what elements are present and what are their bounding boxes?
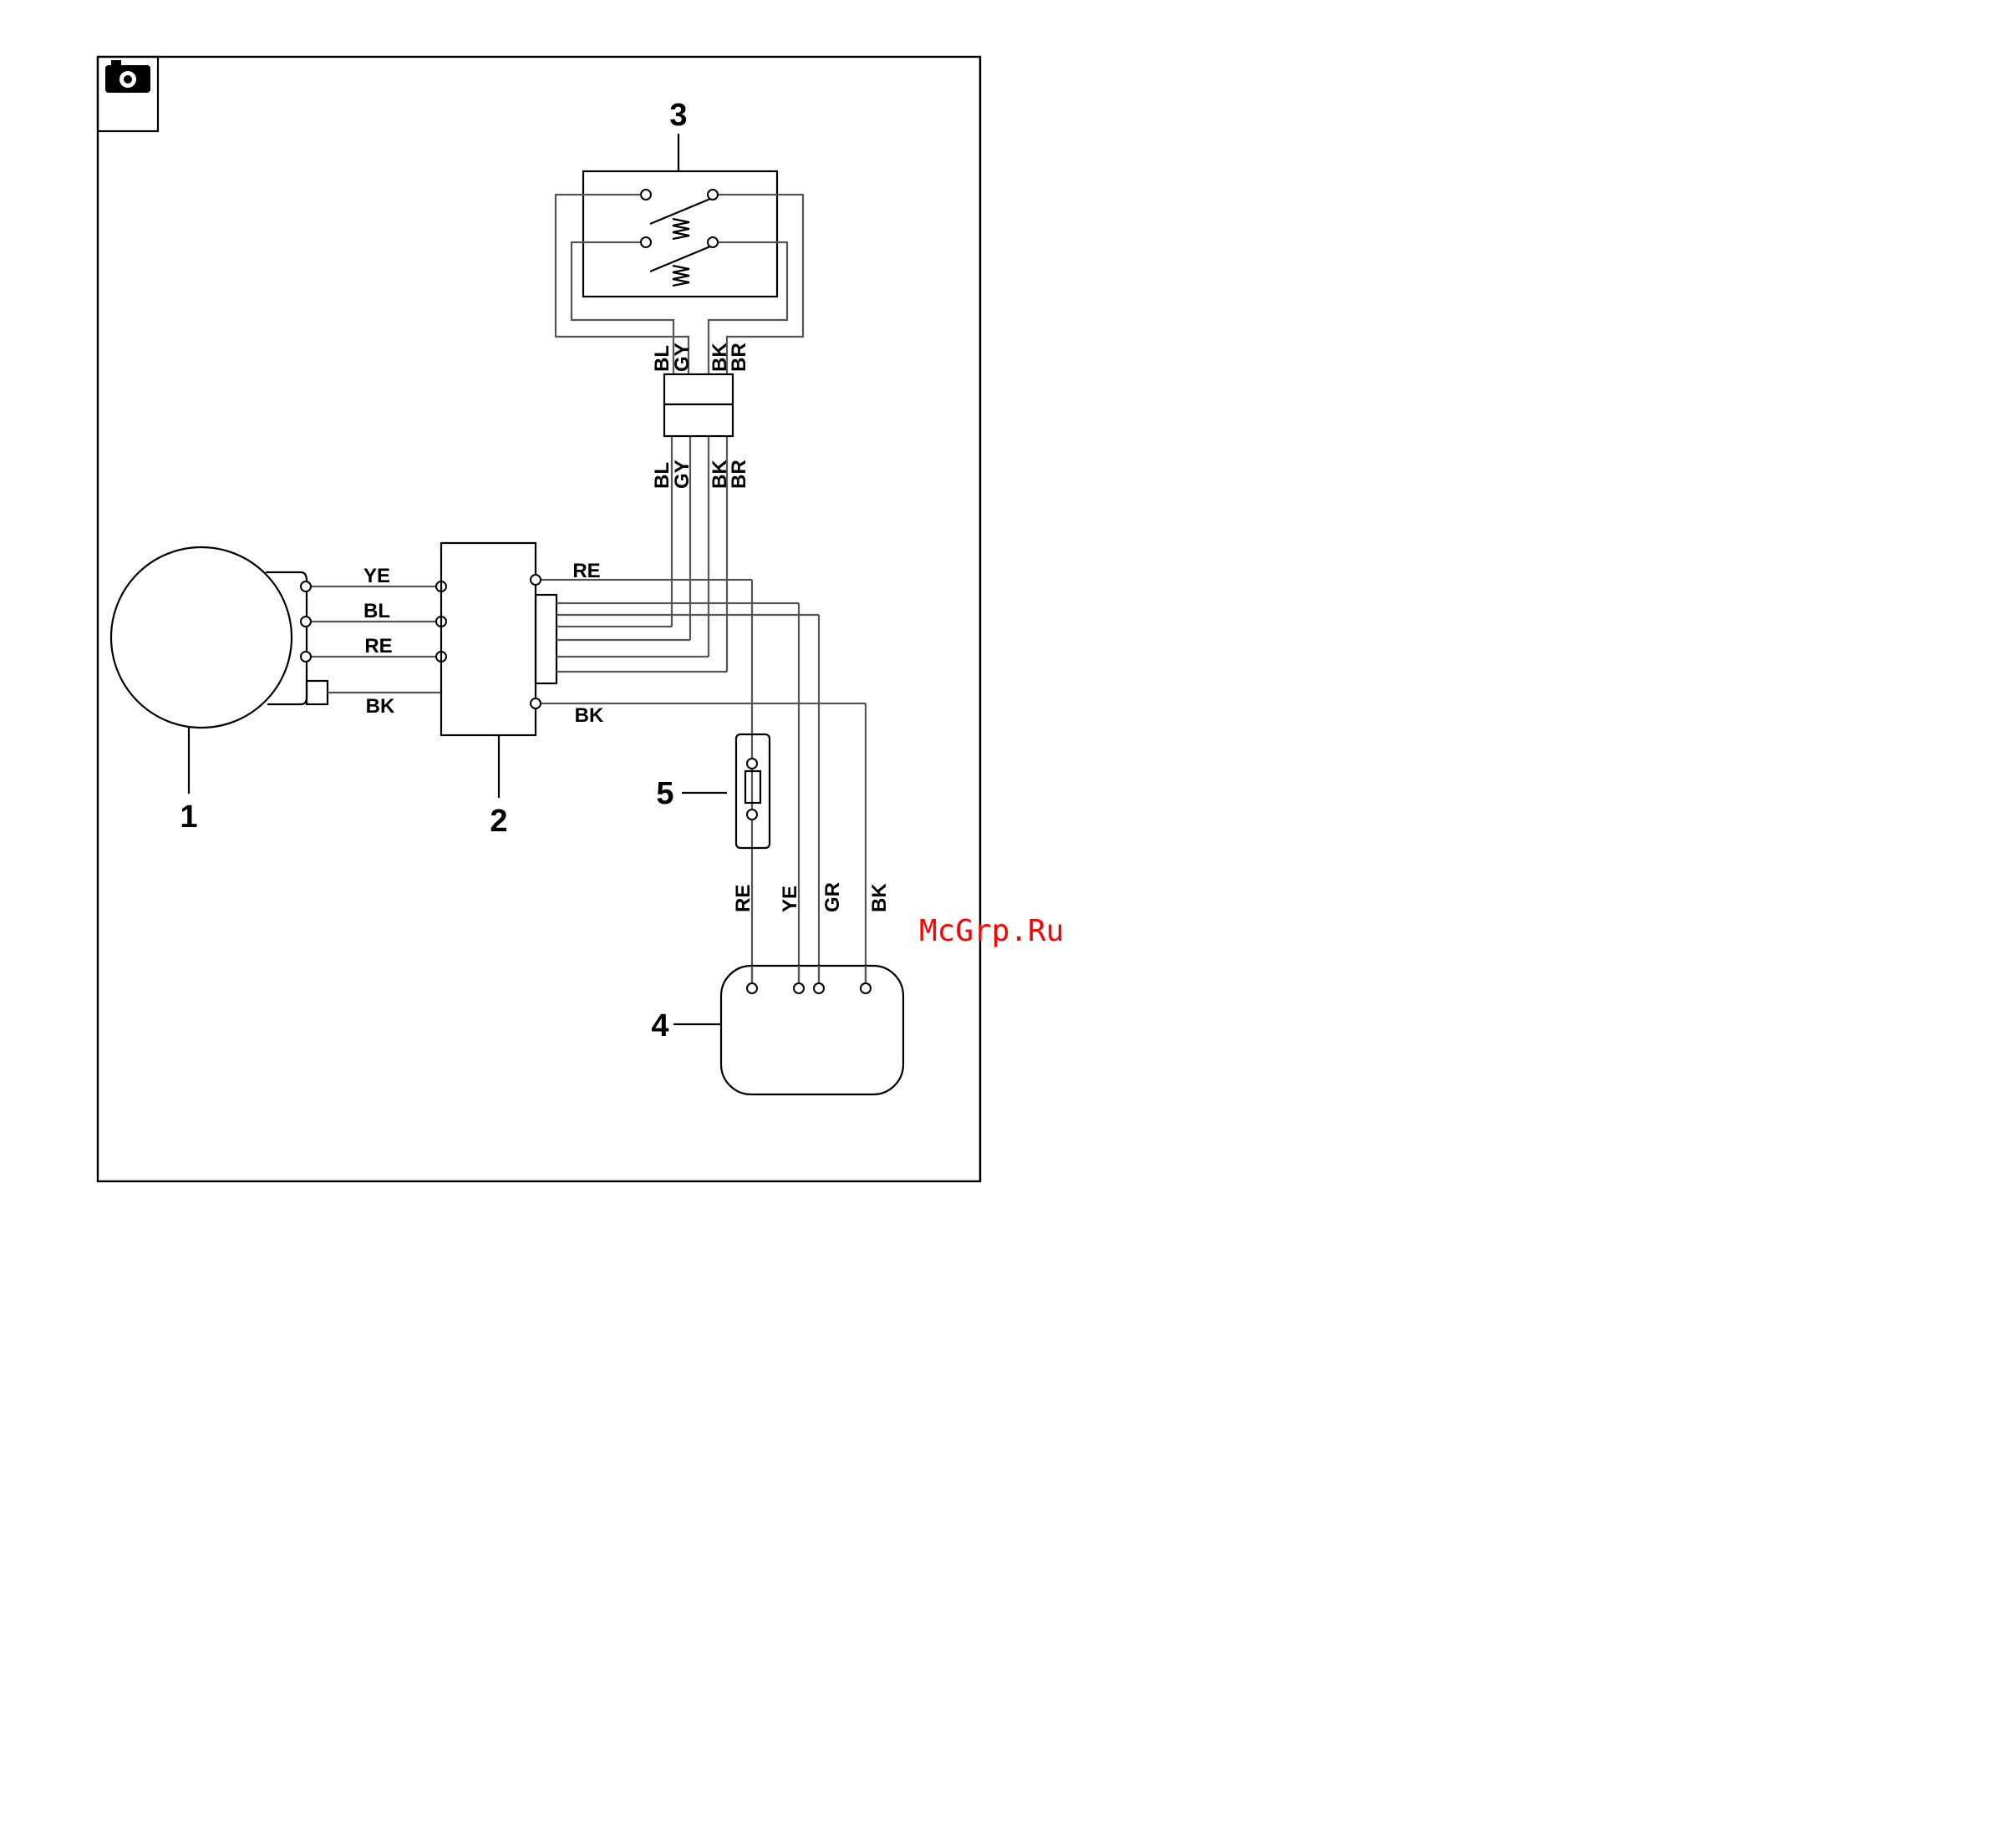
- connector-block: [664, 374, 733, 436]
- svg-text:GY: GY: [671, 459, 694, 489]
- wire-label-ye: YE: [363, 565, 390, 587]
- component-5-fuse: [682, 734, 770, 848]
- labels-to-4: RE YE GR BK: [732, 882, 891, 912]
- label-3: 3: [669, 98, 687, 133]
- wire-label-re: RE: [364, 635, 392, 657]
- terminal: [301, 652, 311, 662]
- wire-label-bl: BL: [363, 600, 390, 622]
- svg-text:YE: YE: [779, 886, 801, 912]
- terminal: [301, 581, 311, 591]
- svg-text:BL: BL: [651, 462, 673, 489]
- label-5: 5: [656, 776, 673, 811]
- svg-text:GR: GR: [821, 882, 844, 912]
- switch-labels-bottom: BL GY BK BR: [651, 459, 750, 489]
- component-1-motor: [111, 547, 328, 794]
- svg-text:BR: BR: [728, 343, 750, 372]
- svg-text:BK: BK: [868, 883, 891, 912]
- wire-label-bk: BK: [366, 695, 395, 718]
- svg-text:RE: RE: [732, 885, 755, 912]
- terminal: [531, 575, 541, 585]
- terminal: [531, 698, 541, 708]
- terminal: [301, 617, 311, 627]
- component-4-unit: [673, 966, 903, 1094]
- label-1: 1: [180, 800, 197, 835]
- label-2: 2: [490, 804, 507, 839]
- diagram-frame: [98, 57, 980, 1181]
- svg-text:BL: BL: [651, 345, 673, 372]
- switch-labels-top: BL GY BK BR: [651, 343, 750, 372]
- svg-text:GY: GY: [671, 343, 694, 372]
- label-4: 4: [651, 1008, 668, 1043]
- svg-text:BR: BR: [728, 459, 750, 489]
- watermark: McGrp.Ru: [919, 914, 1064, 948]
- camera-icon: [98, 57, 158, 131]
- wire-label-bk-out: BK: [575, 704, 604, 727]
- wire-label-re-out: RE: [572, 560, 600, 582]
